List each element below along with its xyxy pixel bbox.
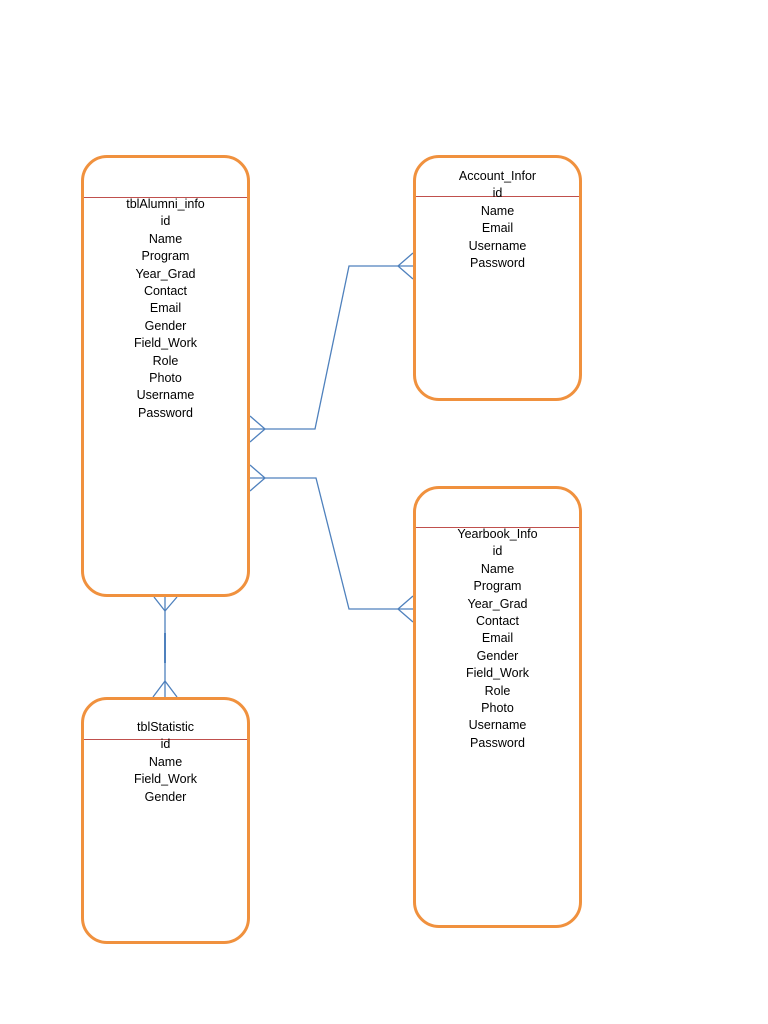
relationship-alumni-yearbook [249, 464, 414, 623]
entity-statistic: tblStatistic id Name Field_Work Gender [81, 697, 250, 944]
crows-foot-alumni-end-2 [249, 464, 266, 492]
entity-title: Yearbook_Info [457, 527, 538, 541]
field-name: Name [480, 203, 515, 218]
crows-foot-account-end [397, 252, 414, 280]
field-id: id [492, 186, 503, 201]
entity-header-divider [84, 197, 247, 198]
entity-title: tblAlumni_info [126, 197, 205, 211]
field-program: Program [473, 579, 522, 594]
entity-account-infor: Account_Infor id Name Email Username Pas… [413, 155, 582, 401]
entity-header-divider [416, 196, 579, 197]
entity-alumni-info: tblAlumni_info id Name Program Year_Grad… [81, 155, 250, 597]
crows-foot-statistic-top [152, 680, 178, 698]
field-year-grad: Year_Grad [135, 266, 196, 281]
field-email: Email [149, 301, 182, 316]
field-username: Username [468, 238, 527, 253]
field-name: Name [148, 754, 183, 769]
crows-foot-yearbook-end [397, 595, 414, 623]
field-password: Password [138, 405, 193, 420]
field-photo: Photo [481, 701, 514, 716]
field-id: id [160, 214, 171, 229]
entity-title: tblStatistic [137, 720, 194, 734]
field-id: id [160, 737, 171, 752]
crows-foot-alumni-end [249, 415, 266, 443]
entity-title: Account_Infor [458, 169, 537, 183]
field-contact: Contact [143, 284, 188, 299]
field-name: Name [148, 231, 183, 246]
field-name: Name [480, 561, 515, 576]
field-username: Username [468, 718, 527, 733]
field-year-grad: Year_Grad [467, 596, 528, 611]
entity-text-block: tblAlumni_info id Name Program Year_Grad… [84, 196, 247, 422]
connector-line-alumni-account [250, 265, 413, 430]
field-email: Email [481, 221, 514, 236]
field-email: Email [481, 631, 514, 646]
field-gender: Gender [144, 318, 187, 333]
entity-header-divider [84, 739, 247, 740]
field-username: Username [136, 388, 195, 403]
relationship-alumni-account [249, 252, 414, 443]
field-field-work: Field_Work [134, 772, 197, 787]
entity-text-block: Account_Infor id Name Email Username Pas… [416, 168, 579, 272]
field-photo: Photo [149, 371, 182, 386]
crows-foot-alumni-bottom [153, 596, 178, 612]
field-password: Password [470, 735, 525, 750]
field-gender: Gender [476, 648, 519, 663]
field-program: Program [141, 249, 190, 264]
field-contact: Contact [475, 614, 520, 629]
field-password: Password [470, 256, 525, 271]
entity-text-block: Yearbook_Info id Name Program Year_Grad … [416, 526, 579, 752]
field-field-work: Field_Work [134, 336, 197, 351]
entity-text-block: tblStatistic id Name Field_Work Gender [84, 719, 247, 806]
field-gender: Gender [144, 789, 187, 804]
relationship-alumni-statistic [152, 596, 178, 698]
entity-yearbook-info: Yearbook_Info id Name Program Year_Grad … [413, 486, 582, 928]
field-id: id [492, 544, 503, 559]
field-role: Role [152, 353, 179, 368]
field-field-work: Field_Work [466, 666, 529, 681]
entity-header-divider [416, 527, 579, 528]
field-role: Role [484, 683, 511, 698]
connector-line-alumni-yearbook [250, 477, 413, 610]
